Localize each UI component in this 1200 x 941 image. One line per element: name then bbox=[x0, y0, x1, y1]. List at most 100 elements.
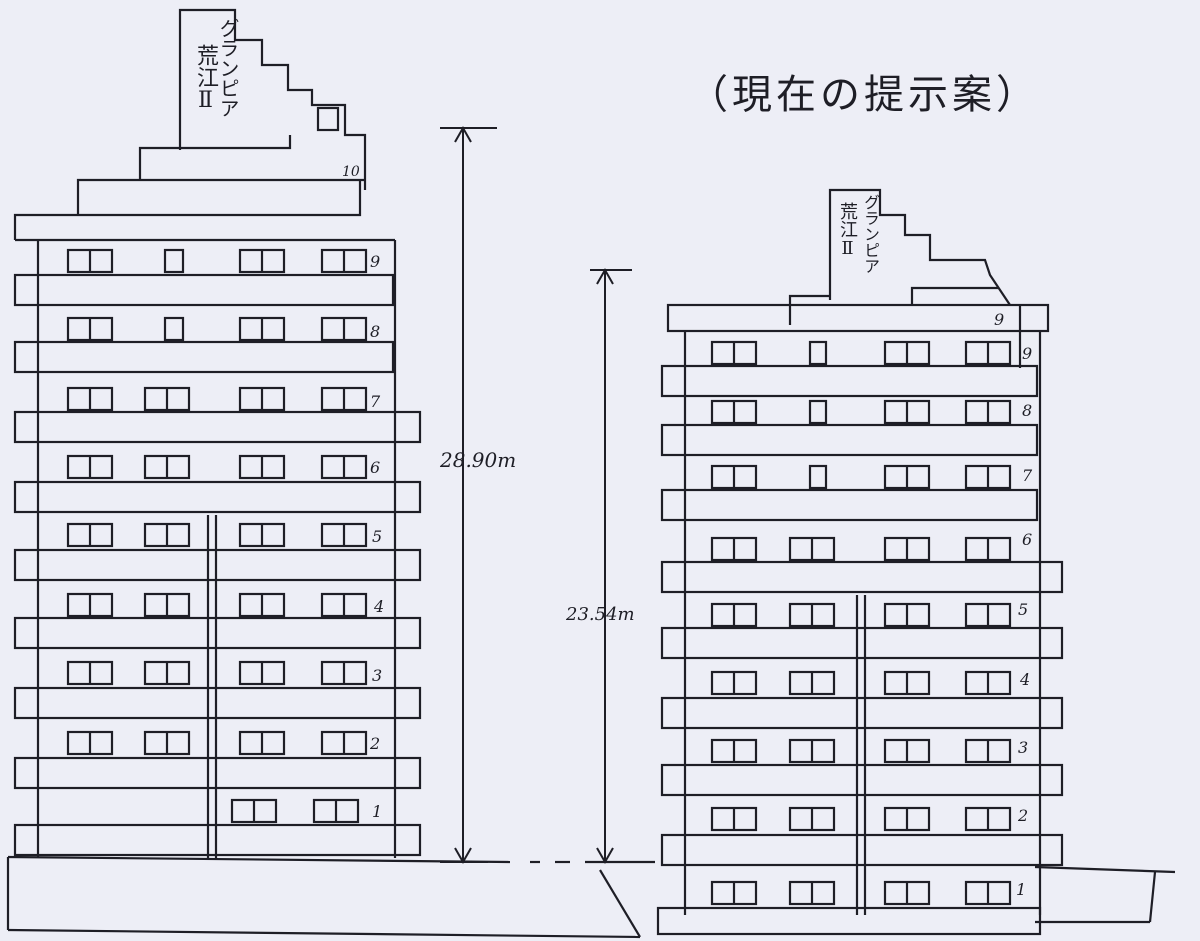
window bbox=[964, 399, 1012, 425]
window bbox=[964, 464, 1012, 490]
roof-window bbox=[316, 106, 340, 132]
window bbox=[964, 670, 1012, 696]
floor-slab bbox=[660, 626, 1064, 660]
floor-slab bbox=[660, 560, 1064, 594]
roof-step bbox=[76, 178, 365, 215]
window bbox=[320, 592, 368, 618]
window bbox=[320, 730, 368, 756]
window bbox=[788, 738, 836, 764]
window bbox=[710, 536, 758, 562]
floor-slab bbox=[13, 686, 422, 720]
window bbox=[710, 670, 758, 696]
floor-slab bbox=[13, 340, 395, 374]
left-floor-label: 6 bbox=[370, 458, 381, 477]
roof-step bbox=[910, 286, 998, 305]
right-floor-label: 5 bbox=[1018, 600, 1029, 619]
window bbox=[143, 386, 191, 412]
window bbox=[66, 248, 114, 274]
left-sign-katakana: グランピア bbox=[216, 18, 240, 118]
window bbox=[883, 536, 931, 562]
left-floor-label: 7 bbox=[370, 392, 381, 411]
base-slab bbox=[656, 906, 1042, 936]
roof-slab bbox=[666, 303, 1050, 333]
window bbox=[808, 340, 828, 366]
window bbox=[883, 880, 931, 906]
window bbox=[883, 602, 931, 628]
window-frame bbox=[808, 399, 828, 425]
floor-slab bbox=[13, 410, 422, 444]
left-floor-label: 4 bbox=[374, 597, 385, 616]
window bbox=[66, 660, 114, 686]
right-sign-kanji: 荒江Ⅱ bbox=[837, 202, 858, 259]
drawing-title: （現在の提示案） bbox=[688, 72, 1040, 118]
window bbox=[320, 386, 368, 412]
window bbox=[964, 536, 1012, 562]
window bbox=[964, 880, 1012, 906]
floor-slab bbox=[660, 696, 1064, 730]
window bbox=[238, 730, 286, 756]
left-floor-label: 9 bbox=[370, 252, 381, 271]
window bbox=[238, 660, 286, 686]
window bbox=[312, 798, 360, 824]
floor-slab bbox=[13, 548, 422, 582]
window bbox=[238, 592, 286, 618]
window bbox=[883, 340, 931, 366]
window bbox=[66, 316, 114, 342]
ground-line bbox=[6, 855, 1176, 939]
window bbox=[964, 806, 1012, 832]
right-height-label: 23.54m bbox=[566, 604, 635, 625]
window bbox=[808, 464, 828, 490]
left-building bbox=[13, 8, 422, 858]
right-floor-label: 9 bbox=[1022, 344, 1033, 363]
floor-slab bbox=[660, 763, 1064, 797]
window bbox=[788, 880, 836, 906]
window-frame bbox=[808, 340, 828, 366]
window bbox=[710, 399, 758, 425]
left-roof-floor-label: 10 bbox=[342, 164, 360, 180]
window-frame bbox=[163, 248, 185, 274]
window bbox=[964, 602, 1012, 628]
left-floor-label: 8 bbox=[370, 322, 381, 341]
window bbox=[66, 592, 114, 618]
left-floor-label: 1 bbox=[372, 802, 383, 821]
window bbox=[883, 399, 931, 425]
right-floor-label: 2 bbox=[1018, 806, 1029, 825]
window-frame bbox=[163, 316, 185, 342]
window bbox=[230, 798, 278, 824]
window bbox=[66, 454, 114, 480]
window bbox=[143, 592, 191, 618]
window bbox=[788, 602, 836, 628]
window bbox=[788, 536, 836, 562]
right-floor-label: 7 bbox=[1022, 466, 1033, 485]
right-floor-label: 8 bbox=[1022, 401, 1033, 420]
floor-slab bbox=[660, 364, 1039, 398]
window bbox=[883, 670, 931, 696]
window bbox=[788, 670, 836, 696]
window bbox=[238, 454, 286, 480]
floor-slab bbox=[13, 823, 422, 857]
window bbox=[710, 880, 758, 906]
floor-slab bbox=[13, 273, 395, 307]
sign-tower-outline bbox=[828, 188, 1011, 306]
left-floor-label: 3 bbox=[372, 666, 383, 685]
window bbox=[143, 660, 191, 686]
floor-slab bbox=[660, 833, 1064, 867]
window bbox=[238, 248, 286, 274]
right-floor-label: 1 bbox=[1016, 880, 1027, 899]
right-height-dimension bbox=[590, 267, 632, 865]
window bbox=[320, 316, 368, 342]
window bbox=[710, 738, 758, 764]
window bbox=[238, 522, 286, 548]
window bbox=[883, 464, 931, 490]
floor-slab bbox=[13, 756, 422, 790]
window bbox=[808, 399, 828, 425]
window bbox=[710, 806, 758, 832]
window bbox=[143, 454, 191, 480]
window bbox=[320, 522, 368, 548]
right-roof-floor-label: 9 bbox=[994, 310, 1005, 329]
right-floor-label: 3 bbox=[1018, 738, 1029, 757]
roof-step bbox=[13, 180, 362, 240]
window bbox=[964, 340, 1012, 366]
window bbox=[320, 454, 368, 480]
